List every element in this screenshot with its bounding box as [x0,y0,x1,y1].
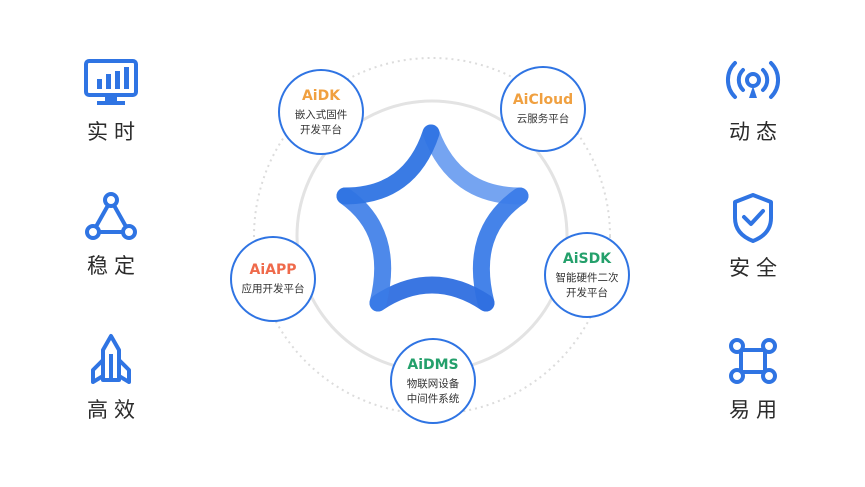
node-desc-line2: 开发平台 [300,123,342,136]
feature-stable: 稳定 [66,192,156,280]
node-title: AiCloud [512,92,574,108]
node-title: AiDK [301,87,341,104]
feature-dynamic: 动态 [708,58,798,146]
star-logo [336,124,529,312]
feature-realtime: 实时 [66,58,156,146]
feature-efficient: 高效 [66,332,156,424]
node-title: AiAPP [249,262,297,278]
node-desc-line2: 中间件系统 [406,392,460,405]
node-aidk[interactable]: AiDK 嵌入式固件 开发平台 [278,69,364,155]
signal-broadcast-icon [725,61,781,99]
triangle-nodes-icon [85,192,137,240]
node-desc-line1: 物联网设备 [406,377,460,390]
monitor-chart-icon [84,59,138,105]
node-desc-line1: 应用开发平台 [241,283,305,295]
node-desc-line1: 嵌入式固件 [294,108,348,121]
feature-label: 稳定 [87,254,141,278]
node-aidms[interactable]: AiDMS 物联网设备 中间件系统 [390,338,476,424]
outer-dashed-ring [253,57,611,415]
feature-easy: 易用 [708,336,798,424]
feature-secure: 安全 [708,192,798,282]
node-desc-line1: 智能硬件二次 [555,271,619,284]
rocket-icon [91,334,131,384]
feature-label: 高效 [87,398,141,422]
node-title: AiSDK [562,250,612,267]
node-aiapp[interactable]: AiAPP 应用开发平台 [230,236,316,322]
network-nodes-icon [729,338,777,384]
node-aisdk[interactable]: AiSDK 智能硬件二次 开发平台 [544,232,630,318]
feature-label: 动态 [729,120,783,144]
feature-label: 安全 [729,256,783,280]
node-aicloud[interactable]: AiCloud 云服务平台 [500,66,586,152]
feature-label: 实时 [87,120,141,144]
feature-label: 易用 [729,398,783,422]
node-desc-line1: 云服务平台 [516,113,570,125]
node-title: AiDMS [407,356,459,373]
shield-check-icon [733,193,773,243]
node-desc-line2: 开发平台 [566,286,608,299]
